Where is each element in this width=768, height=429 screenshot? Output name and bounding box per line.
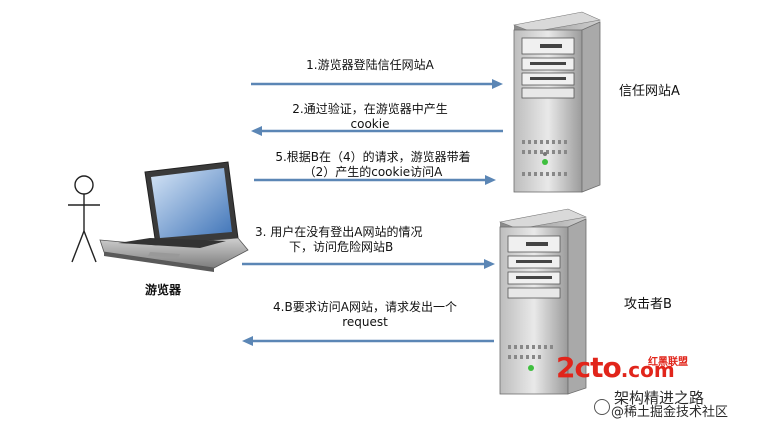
message-4-line-1: 4.B要求访问A网站，请求发出一个 [273, 300, 457, 314]
attacker-label: 攻击者B [624, 297, 672, 312]
watermark-line-2: @稀土掘金技术社区 [611, 405, 729, 420]
arrow-4-request [242, 336, 494, 346]
message-4-line-2: request [342, 315, 388, 329]
message-2-line-1: 2.通过验证，在游览器中产生 [292, 102, 448, 116]
brand-logo: 2cto.com [556, 351, 675, 384]
arrow-1-login [251, 79, 503, 89]
arrow-2-cookie [251, 126, 503, 136]
message-1-label: 1.游览器登陆信任网站A [275, 58, 465, 73]
brand-tag: 红黑联盟 [648, 357, 688, 368]
brand-text: 2cto [556, 351, 622, 384]
brand-suffix: .com [620, 358, 675, 382]
message-5-label: 5.根据B在（4）的请求，游览器带着 （2）产生的cookie访问A [258, 150, 488, 180]
watermark-line-1: 架构精进之路 [614, 389, 705, 407]
server-b-icon [498, 208, 588, 395]
message-5-line-1: 5.根据B在（4）的请求，游览器带着 [275, 150, 471, 164]
message-2-label: 2.通过验证，在游览器中产生 cookie [270, 102, 470, 132]
message-3-line-2: 下，访问危险网站B [289, 240, 394, 254]
browser-label: 游览器 [145, 283, 182, 297]
trusted-site-label: 信任网站A [619, 84, 680, 99]
message-3-line-1: 3. 用户在没有登出A网站的情况 [255, 225, 423, 239]
laptop-icon [99, 161, 249, 272]
arrow-5-request-with-cookie [254, 175, 496, 185]
message-3-label: 3. 用户在没有登出A网站的情况 下，访问危险网站B [255, 225, 465, 255]
wechat-icon [594, 399, 610, 415]
arrow-3-visit-b [242, 259, 495, 269]
message-2-line-2: cookie [350, 117, 390, 131]
user-stick-figure-icon [68, 175, 100, 263]
message-1-line-1: 1.游览器登陆信任网站A [306, 58, 434, 72]
server-a-icon [512, 11, 602, 193]
message-5-line-2: （2）产生的cookie访问A [303, 165, 443, 179]
message-4-label: 4.B要求访问A网站，请求发出一个 request [250, 300, 480, 330]
